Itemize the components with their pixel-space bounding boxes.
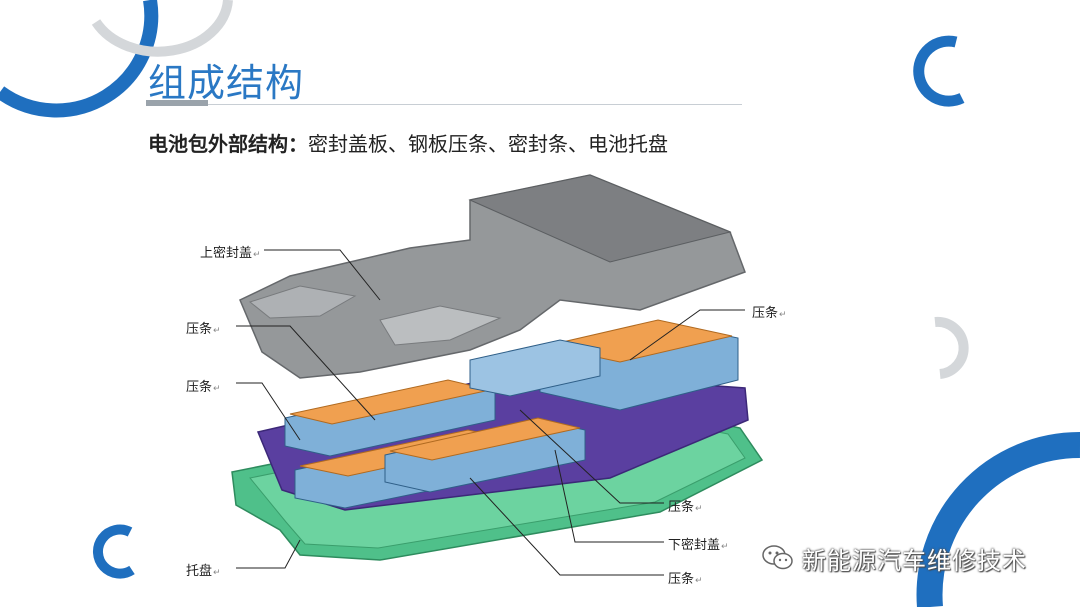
wechat-icon bbox=[762, 545, 793, 570]
return-mark-icon: ↵ bbox=[213, 384, 221, 394]
label-tray-text: 托盘 bbox=[186, 564, 213, 579]
subtitle: 电池包外部结构：密封盖板、钢板压条、密封条、电池托盘 bbox=[148, 128, 668, 157]
label-bar-right-top: 压条↵ bbox=[752, 302, 787, 321]
return-mark-icon: ↵ bbox=[213, 568, 221, 578]
subtitle-bold: 电池包外部结构： bbox=[148, 132, 308, 156]
return-mark-icon: ↵ bbox=[721, 542, 729, 552]
leader-lines bbox=[236, 249, 745, 576]
subtitle-rest: 密封盖板、钢板压条、密封条、电池托盘 bbox=[308, 132, 668, 156]
return-mark-icon: ↵ bbox=[695, 576, 703, 586]
battery-modules bbox=[284, 319, 739, 509]
title-divider bbox=[208, 104, 742, 105]
upper-cover-shape bbox=[239, 174, 746, 379]
label-bar-right-mid: 压条↵ bbox=[668, 496, 703, 515]
page-title: 组成结构 bbox=[148, 61, 305, 105]
label-lower-cover: 下密封盖↵ bbox=[668, 534, 729, 553]
return-mark-icon: ↵ bbox=[253, 250, 261, 260]
label-bar-left-1: 压条↵ bbox=[186, 318, 221, 337]
label-bar-right-bottom: 压条↵ bbox=[668, 568, 703, 587]
label-bar-left-1-text: 压条 bbox=[186, 322, 213, 337]
watermark-text: 新能源汽车维修技术 bbox=[802, 546, 1027, 575]
title-accent-bar bbox=[146, 100, 208, 106]
label-bar-right-bottom-text: 压条 bbox=[668, 572, 695, 587]
return-mark-icon: ↵ bbox=[695, 504, 703, 514]
return-mark-icon: ↵ bbox=[213, 326, 221, 336]
label-bar-right-top-text: 压条 bbox=[752, 306, 779, 321]
label-upper-cover-text: 上密封盖 bbox=[200, 246, 253, 261]
return-mark-icon: ↵ bbox=[779, 310, 787, 320]
label-bar-left-2-text: 压条 bbox=[186, 380, 213, 395]
label-tray: 托盘↵ bbox=[186, 560, 221, 579]
watermark: 新能源汽车维修技术 bbox=[760, 540, 1027, 576]
label-lower-cover-text: 下密封盖 bbox=[668, 538, 721, 553]
label-bar-right-mid-text: 压条 bbox=[668, 500, 695, 515]
label-upper-cover: 上密封盖↵ bbox=[200, 242, 261, 261]
label-bar-left-2: 压条↵ bbox=[186, 376, 221, 395]
